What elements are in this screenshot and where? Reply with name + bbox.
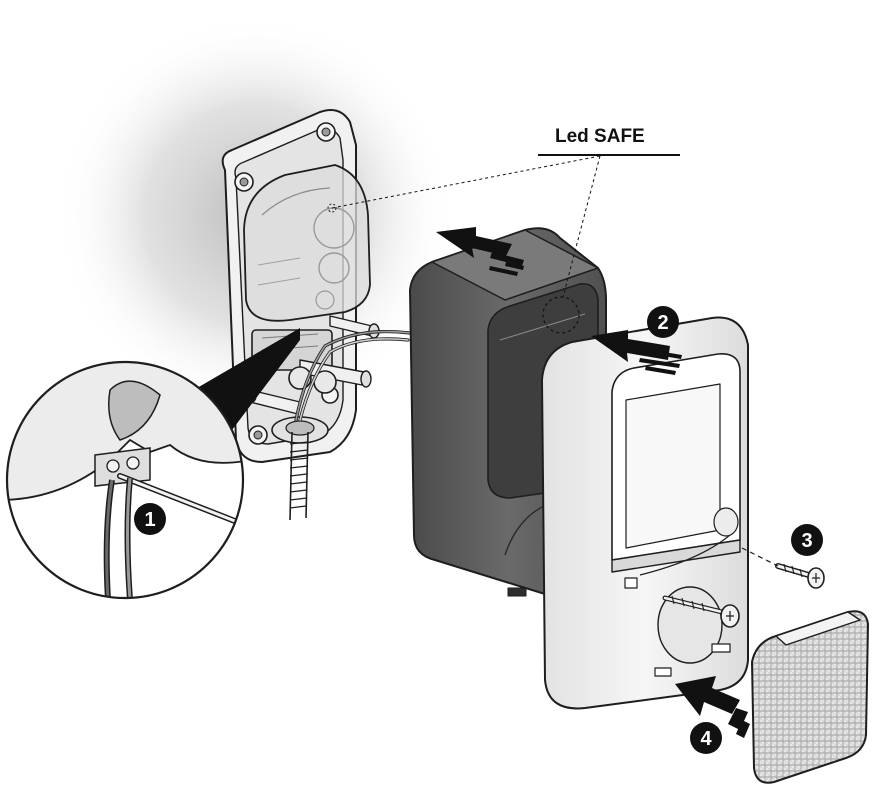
svg-text:2: 2 [657, 312, 668, 334]
led-indicator [542, 296, 580, 334]
wall-base [221, 109, 380, 521]
step-badge-4: 4 [690, 722, 722, 754]
front-cover [541, 316, 749, 710]
svg-text:3: 3 [801, 530, 812, 552]
lens-housing [243, 164, 371, 322]
arrow-up-left-icon [436, 227, 524, 276]
step-badge-3: 3 [791, 524, 823, 556]
svg-text:4: 4 [700, 728, 712, 750]
cover-screw [662, 595, 740, 628]
callout-label: Led SAFE [555, 126, 645, 147]
arrow-left-icon [591, 330, 682, 375]
zoom-detail [5, 360, 245, 600]
fixing-screw [775, 563, 825, 589]
arrow-lens-icon [675, 676, 750, 738]
cable-wires [294, 330, 412, 422]
svg-text:1: 1 [144, 509, 155, 531]
screw-guide-line [741, 547, 779, 567]
step-badge-2: 2 [647, 306, 679, 338]
led-safe-callout: Led SAFE [327, 126, 680, 298]
lens-panel [751, 610, 869, 784]
step-badge-1: 1 [134, 503, 166, 535]
